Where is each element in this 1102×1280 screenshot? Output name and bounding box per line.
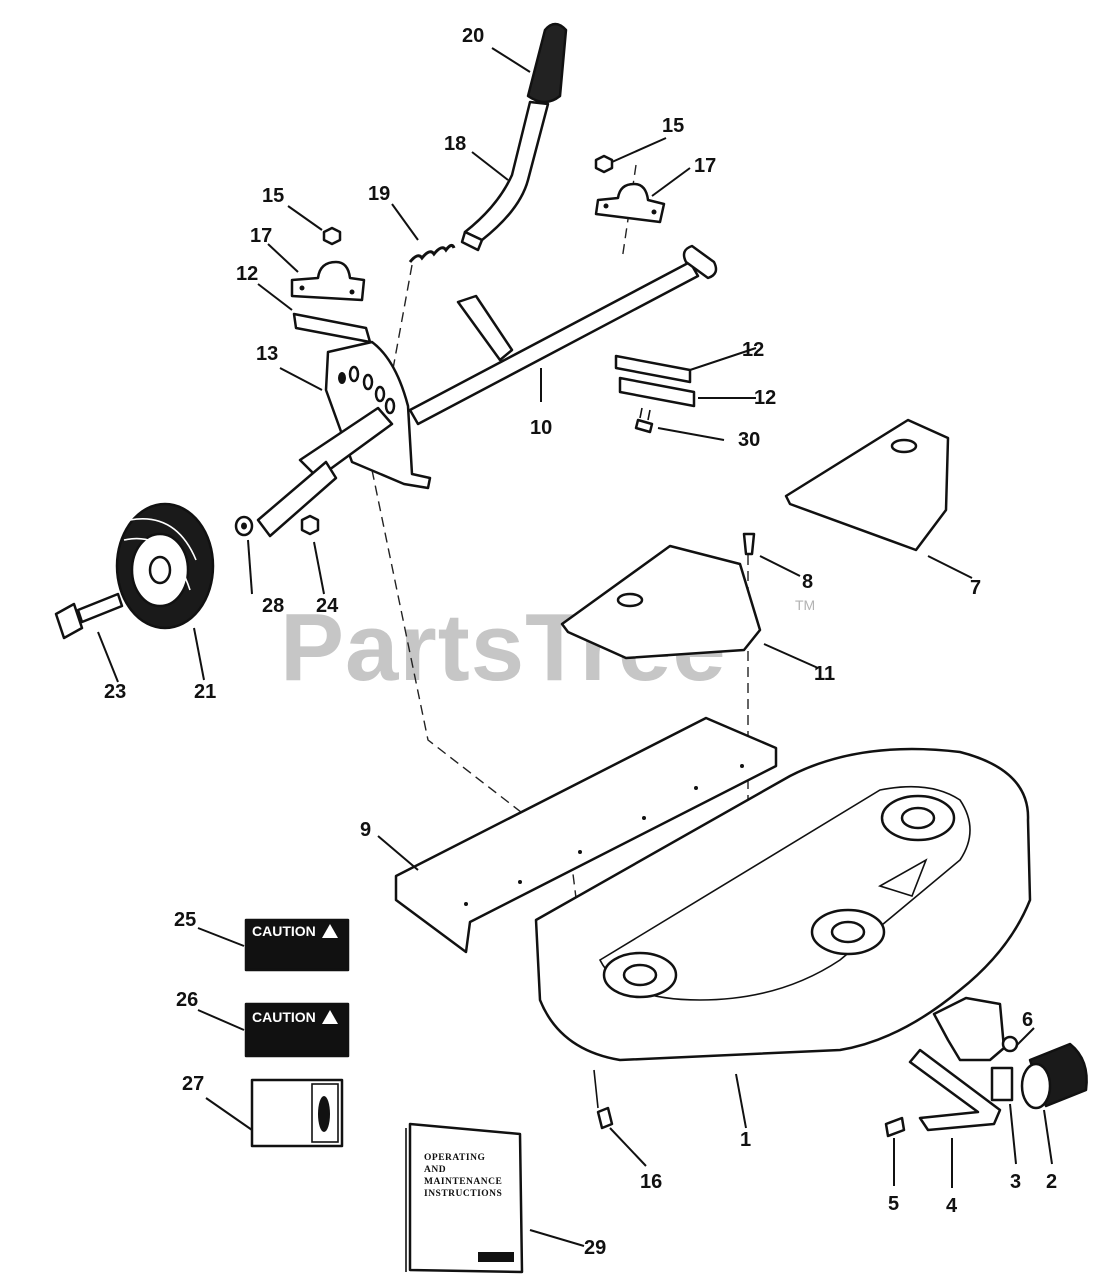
callout-13: 13 xyxy=(256,343,278,365)
callout-9: 9 xyxy=(360,819,371,841)
bolt-8 xyxy=(742,532,756,556)
lift-shaft xyxy=(408,244,718,426)
callout-21: 21 xyxy=(194,681,216,703)
plate-left xyxy=(292,312,372,344)
clamp-right xyxy=(594,182,666,224)
callout-4: 4 xyxy=(946,1195,958,1217)
callout-19: 19 xyxy=(368,183,390,205)
nut-left xyxy=(322,226,342,246)
mower-deck xyxy=(534,747,1032,1062)
callout-7: 7 xyxy=(970,577,981,599)
axle-bolt xyxy=(54,592,124,640)
callout-20: 20 xyxy=(462,25,484,47)
manual-line-4: INSTRUCTIONS xyxy=(424,1189,502,1199)
front-baffle xyxy=(560,544,762,660)
callout-8: 8 xyxy=(802,571,813,593)
lever-grip xyxy=(526,22,568,104)
manual-line-1: OPERATING xyxy=(424,1153,485,1163)
caution-decal-25: CAUTION xyxy=(244,918,350,972)
callout-28: 28 xyxy=(262,595,284,617)
callout-15-right: 15 xyxy=(662,115,684,137)
pulley-2 xyxy=(1020,1042,1088,1110)
callout-15-left: 15 xyxy=(262,185,284,207)
watermark-trademark: TM xyxy=(795,597,815,613)
decal-26-text: CAUTION xyxy=(252,1009,316,1025)
callout-3: 3 xyxy=(1010,1171,1021,1193)
height-sector-bracket xyxy=(256,340,432,538)
callout-18: 18 xyxy=(444,133,466,155)
clamp-left xyxy=(290,260,366,302)
callout-12-left: 12 xyxy=(236,263,258,285)
manual-line-2: AND xyxy=(424,1165,446,1175)
callout-27: 27 xyxy=(182,1073,204,1095)
rear-baffle xyxy=(784,418,950,552)
nut-6 xyxy=(1001,1035,1019,1053)
leader-lines xyxy=(97,47,1053,1247)
callout-11: 11 xyxy=(814,663,835,685)
plate-right-upper xyxy=(614,354,692,384)
gauge-wheel xyxy=(115,502,215,630)
callouts: 20 18 19 15 17 12 13 15 17 12 12 10 30 7… xyxy=(104,25,1057,1259)
callout-17-left: 17 xyxy=(250,225,272,247)
bolt-16 xyxy=(593,1069,614,1130)
decal-25-text: CAUTION xyxy=(252,923,316,939)
washer-28 xyxy=(234,515,254,537)
callout-6: 6 xyxy=(1022,1009,1033,1031)
plate-right-lower xyxy=(618,376,696,408)
spacer-3 xyxy=(990,1066,1014,1102)
lift-lever xyxy=(460,100,550,252)
nut-24 xyxy=(300,514,320,536)
callout-2: 2 xyxy=(1046,1171,1057,1193)
callout-30: 30 xyxy=(738,429,760,451)
callout-16: 16 xyxy=(640,1171,662,1193)
bolt-5 xyxy=(884,1116,906,1138)
callout-1: 1 xyxy=(740,1129,751,1151)
nut-right xyxy=(594,154,614,174)
bolt-30 xyxy=(634,407,654,434)
callout-12-right-upper: 12 xyxy=(742,339,764,361)
callout-17-right: 17 xyxy=(694,155,716,177)
instruction-decal-27 xyxy=(250,1078,344,1148)
callout-29: 29 xyxy=(584,1237,606,1259)
callout-10: 10 xyxy=(530,417,552,439)
callout-26: 26 xyxy=(176,989,198,1011)
front-skirt xyxy=(394,716,778,954)
callout-23: 23 xyxy=(104,681,126,703)
idler-bracket xyxy=(932,996,1006,1062)
callout-12-right-lower: 12 xyxy=(754,387,776,409)
callout-5: 5 xyxy=(888,1193,899,1215)
callout-24: 24 xyxy=(316,595,339,617)
spring xyxy=(408,243,456,263)
caution-decal-26: CAUTION xyxy=(244,1002,350,1058)
operator-manual: OPERATING AND MAINTENANCE INSTRUCTIONS xyxy=(405,1122,524,1274)
callout-25: 25 xyxy=(174,909,196,931)
manual-line-3: MAINTENANCE xyxy=(424,1177,502,1187)
idler-arm-4 xyxy=(908,1048,1002,1132)
